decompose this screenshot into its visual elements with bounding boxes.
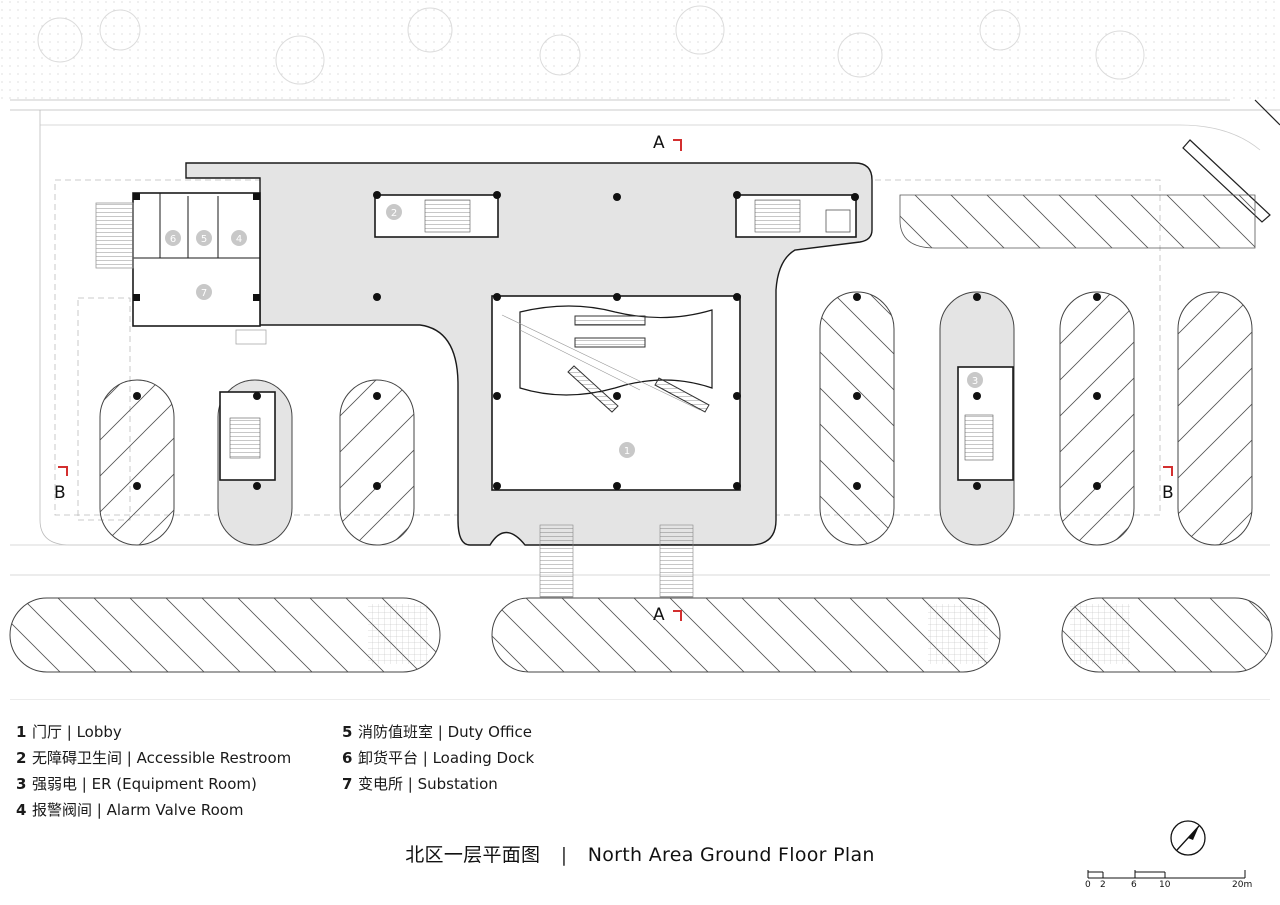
room-tag-4: 4 [236, 234, 242, 245]
legend-num: 1 [16, 723, 27, 741]
room-tag-7: 7 [201, 288, 207, 299]
room-tag-5: 5 [201, 234, 207, 245]
scale-label-6: 6 [1131, 880, 1137, 890]
section-mark-a-top: A [653, 133, 665, 153]
legend-text: 强弱电 | ER (Equipment Room) [32, 775, 257, 793]
site-boundary [10, 99, 1280, 111]
room-tags: 1 2 3 4 5 6 7 [165, 204, 983, 458]
scale-label-0: 0 [1085, 880, 1091, 890]
legend-num: 6 [342, 749, 353, 767]
scale-bar [1087, 870, 1246, 879]
service-block [132, 192, 261, 327]
legend-text: 无障碍卫生间 | Accessible Restroom [32, 749, 292, 767]
legend-text: 消防值班室 | Duty Office [358, 723, 532, 741]
title-cn: 北区一层平面图 [405, 844, 541, 866]
stair-left-ext [95, 202, 134, 269]
legend-right: 5 消防值班室 | Duty Office 6 卸货平台 | Loading Doc… [342, 719, 534, 797]
section-mark-b-left: B [54, 483, 66, 503]
scale-label-20m: 20m [1232, 880, 1253, 890]
landscape-area [0, 0, 1280, 100]
legend-num: 3 [16, 775, 27, 793]
atrium-void [519, 305, 713, 396]
title-separator: | [560, 844, 568, 866]
legend-item: 4 报警阀间 | Alarm Valve Room [16, 797, 291, 823]
legend-item: 3 强弱电 | ER (Equipment Room) [16, 771, 291, 797]
escalators [501, 314, 710, 413]
room-tag-3: 3 [972, 376, 978, 387]
legend-text: 报警阀间 | Alarm Valve Room [32, 801, 244, 819]
legend-item: 5 消防值班室 | Duty Office [342, 719, 534, 745]
parking-islands-right [819, 291, 1253, 546]
section-mark-b-right: B [1162, 483, 1174, 503]
section-mark-a-bottom: A [653, 605, 665, 625]
legend-left: 1 门厅 | Lobby 2 无障碍卫生间 | Accessible Restroo… [16, 719, 291, 823]
title-en: North Area Ground Floor Plan [587, 844, 875, 866]
tree-outlines [37, 5, 1145, 85]
room-tag-1: 1 [624, 446, 630, 457]
parking-bands-bottom [9, 597, 1273, 673]
room-tag-2: 2 [391, 208, 397, 219]
legend-item: 2 无障碍卫生间 | Accessible Restroom [16, 745, 291, 771]
road-curb-top [40, 124, 1261, 151]
entrance-steps-right [659, 524, 694, 598]
legend-num: 5 [342, 723, 353, 741]
legend-num: 2 [16, 749, 27, 767]
legend-text: 门厅 | Lobby [32, 723, 122, 741]
legend-num: 4 [16, 801, 27, 819]
north-arrow-icon [1170, 820, 1206, 856]
parking-strip-top [899, 194, 1256, 249]
legend-item: 7 变电所 | Substation [342, 771, 534, 797]
legend-item: 1 门厅 | Lobby [16, 719, 291, 745]
legend-text: 变电所 | Substation [358, 775, 498, 793]
scale-label-10: 10 [1159, 880, 1171, 890]
section-mark-brackets [58, 139, 1173, 621]
entrance-steps-left [539, 524, 574, 598]
room-tag-6: 6 [170, 234, 176, 245]
legend-num: 7 [342, 775, 353, 793]
legend-text: 卸货平台 | Loading Dock [358, 749, 535, 767]
scale-label-2: 2 [1100, 880, 1106, 890]
drawing-title: 北区一层平面图 | North Area Ground Floor Plan [0, 840, 1280, 867]
floor-plan-drawing: 1 2 3 4 5 6 7 [0, 0, 1280, 700]
legend-item: 6 卸货平台 | Loading Dock [342, 745, 534, 771]
structural-columns [133, 191, 1101, 490]
